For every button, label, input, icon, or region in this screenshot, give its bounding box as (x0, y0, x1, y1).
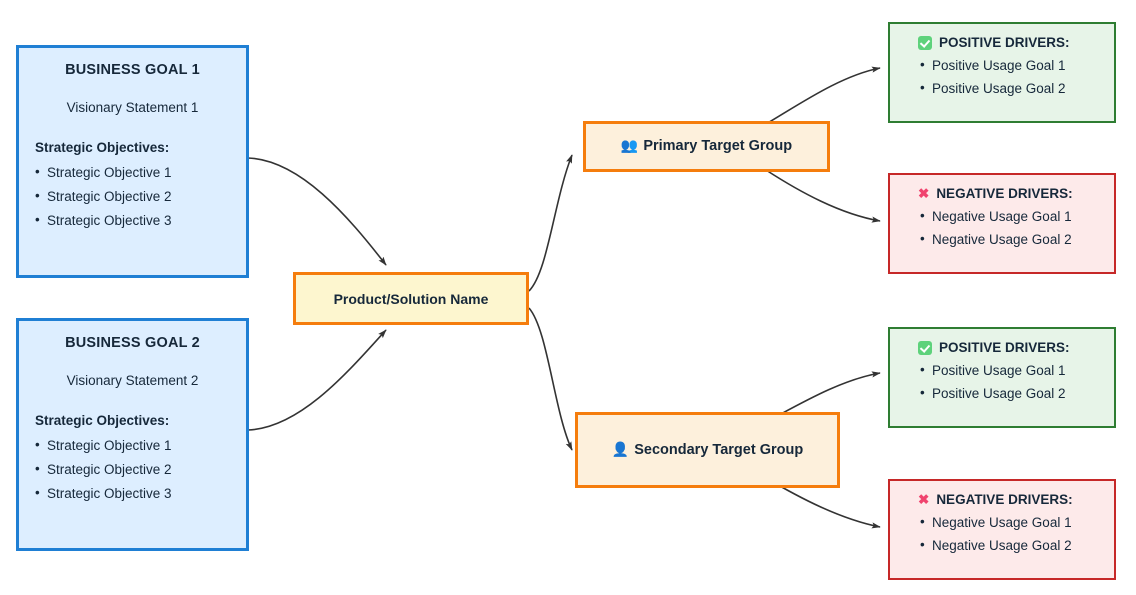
business-goal-2-card[interactable]: BUSINESS GOAL 2 Visionary Statement 2 St… (16, 318, 249, 551)
edge-goal1-to-product (247, 157, 387, 266)
business-goal-2-vision: Visionary Statement 2 (66, 373, 199, 388)
secondary-target-group-inner: 👤Secondary Target Group (598, 439, 817, 461)
edge-product-to-secondary (528, 307, 573, 451)
edge-primary-to-negative (765, 169, 881, 223)
list-item: Strategic Objective 1 (35, 433, 230, 458)
list-item: Negative Usage Goal 1 (920, 510, 1100, 534)
positive-drivers-card-secondary[interactable]: POSITIVE DRIVERS: Positive Usage Goal 1 … (888, 327, 1116, 428)
primary-target-group-label: Primary Target Group (643, 138, 793, 155)
negative-drivers-card-primary[interactable]: ✖ NEGATIVE DRIVERS: Negative Usage Goal … (888, 173, 1116, 274)
negative-drivers-list-secondary: Negative Usage Goal 1 Negative Usage Goa… (904, 510, 1100, 558)
business-goal-2-objectives-list: Strategic Objective 1 Strategic Objectiv… (35, 433, 230, 506)
cross-mark-icon: ✖ (918, 491, 930, 507)
list-item: Strategic Objective 3 (35, 481, 230, 506)
list-item: Negative Usage Goal 2 (920, 227, 1100, 251)
business-goal-1-card[interactable]: BUSINESS GOAL 1 Visionary Statement 1 St… (16, 45, 249, 278)
business-goal-1-vision: Visionary Statement 1 (66, 100, 199, 115)
product-solution-label: Product/Solution Name (333, 290, 489, 307)
check-box-icon (918, 340, 932, 355)
list-item: Positive Usage Goal 2 (920, 381, 1100, 405)
negative-drivers-list-primary: Negative Usage Goal 1 Negative Usage Goa… (904, 204, 1100, 252)
edge-goal2-to-product (247, 329, 387, 431)
business-goal-2-objectives-label: Strategic Objectives: (35, 413, 170, 428)
business-goal-1-title: BUSINESS GOAL 1 (65, 62, 200, 78)
negative-drivers-card-secondary[interactable]: ✖ NEGATIVE DRIVERS: Negative Usage Goal … (888, 479, 1116, 580)
secondary-target-group-card[interactable]: 👤Secondary Target Group (575, 412, 840, 488)
positive-drivers-heading-secondary: POSITIVE DRIVERS: (918, 340, 1100, 355)
positive-drivers-heading-primary: POSITIVE DRIVERS: (918, 35, 1100, 50)
list-item: Strategic Objective 2 (35, 184, 230, 209)
heading-text: NEGATIVE DRIVERS: (936, 186, 1073, 201)
heading-text: POSITIVE DRIVERS: (939, 340, 1070, 355)
list-item: Strategic Objective 3 (35, 208, 230, 233)
negative-drivers-heading-primary: ✖ NEGATIVE DRIVERS: (918, 186, 1100, 201)
product-solution-card[interactable]: Product/Solution Name (293, 272, 529, 325)
list-item: Positive Usage Goal 1 (920, 53, 1100, 77)
secondary-target-group-label: Secondary Target Group (634, 441, 804, 458)
business-goal-2-title: BUSINESS GOAL 2 (65, 335, 200, 351)
edge-product-to-primary (528, 154, 573, 292)
primary-target-group-inner: 👥Primary Target Group (607, 135, 806, 157)
list-item: Negative Usage Goal 2 (920, 533, 1100, 557)
positive-drivers-list-secondary: Positive Usage Goal 1 Positive Usage Goa… (904, 358, 1100, 406)
person-icon: 👤 (611, 440, 630, 457)
list-item: Positive Usage Goal 1 (920, 358, 1100, 382)
list-item: Negative Usage Goal 1 (920, 204, 1100, 228)
primary-target-group-card[interactable]: 👥Primary Target Group (583, 121, 830, 172)
positive-drivers-list-primary: Positive Usage Goal 1 Positive Usage Goa… (904, 53, 1100, 101)
heading-text: POSITIVE DRIVERS: (939, 35, 1070, 50)
list-item: Strategic Objective 2 (35, 457, 230, 482)
business-goal-1-objectives-label: Strategic Objectives: (35, 140, 170, 155)
heading-text: NEGATIVE DRIVERS: (936, 492, 1073, 507)
positive-drivers-card-primary[interactable]: POSITIVE DRIVERS: Positive Usage Goal 1 … (888, 22, 1116, 123)
negative-drivers-heading-secondary: ✖ NEGATIVE DRIVERS: (918, 492, 1100, 507)
cross-mark-icon: ✖ (918, 185, 930, 201)
list-item: Positive Usage Goal 2 (920, 76, 1100, 100)
business-goal-1-objectives-list: Strategic Objective 1 Strategic Objectiv… (35, 160, 230, 233)
two-people-icon: 👥 (620, 137, 639, 154)
list-item: Strategic Objective 1 (35, 160, 230, 185)
check-box-icon (918, 35, 932, 50)
edge-primary-to-positive (765, 66, 881, 125)
